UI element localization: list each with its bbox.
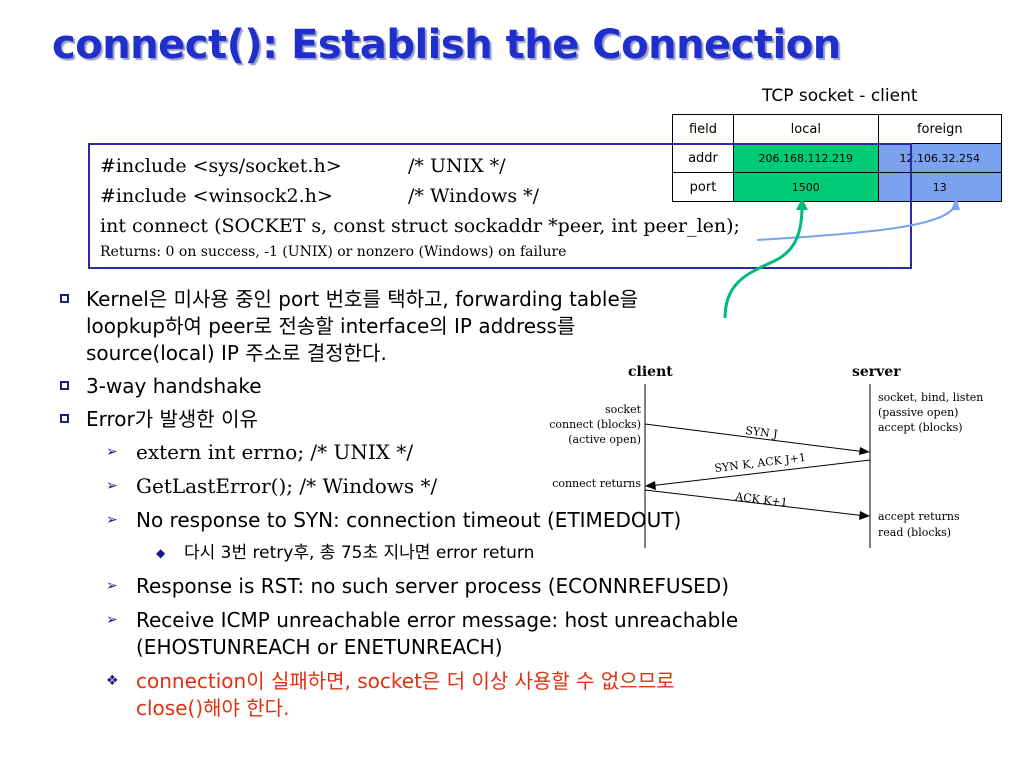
bullet-error-text: Error가 발생한 이유 [86,407,258,431]
tcp-socket-table: field local foreign addr 206.168.112.219… [672,114,1003,202]
bullet-connection-fail: ❖ connection이 실패하면, socket은 더 이상 사용할 수 없… [56,668,1016,722]
bullet-retry: ◆ 다시 3번 retry후, 총 75초 지나면 error return [56,541,1016,565]
cell-foreign-port: 13 [877,172,1003,202]
arrow-bullet-icon: ➢ [106,478,118,494]
diagram-client-active: (active open) [568,433,641,446]
bullet-fail-line2: close()해야 한다. [136,696,290,720]
syn-arrow [644,423,867,453]
syn-arrowhead [859,447,870,455]
code-line-include-socket: #include <sys/socket.h> /* UNIX */ [100,151,900,181]
diagram-server-label: server [852,364,901,380]
diagram-server-calls: socket, bind, listen [878,391,983,404]
square-bullet-icon [60,381,69,390]
diagram-client-connect: connect (blocks) [549,418,641,431]
cell-field-port: port [672,172,734,202]
bullet-handshake: 3-way handshake [56,373,1016,400]
ack-arrow [644,489,867,517]
bullet-error: Error가 발생한 이유 [56,406,1016,433]
bullet-kernel-line2: loopkup하여 peer로 전송할 interface의 IP addres… [86,314,576,338]
diagram-msg-syn: SYN J [745,424,779,441]
bullet-handshake-text: 3-way handshake [86,374,262,398]
code-returns: Returns: 0 on success, -1 (UNIX) or nonz… [100,244,567,260]
bullet-rst-text: Response is RST: no such server process … [136,574,730,598]
bullet-kernel-line1: Kernel은 미사용 중인 port 번호를 택하고, forwarding … [86,287,639,311]
bullet-getlasterror: ➢ GetLastError(); /* Windows */ [56,473,1016,500]
cell-local-port: 1500 [733,172,879,202]
table-row-addr: addr 206.168.112.219 12.106.32.254 [672,143,1003,173]
diagram-server-read: read (blocks) [878,526,951,539]
square-bullet-icon [60,294,69,303]
bullet-kernel-line3: source(local) IP 주소로 결정한다. [86,341,387,365]
bullet-rst: ➢ Response is RST: no such server proces… [56,573,1016,600]
arrow-bullet-icon: ➢ [106,512,118,528]
table-header-row: field local foreign [672,114,1003,144]
bullet-getlasterror-text: GetLastError(); /* Windows */ [136,474,438,498]
diagram-client-label: client [628,364,673,380]
header-foreign: foreign [877,114,1003,144]
diagram-msg-ack: ACK K+1 [734,490,789,509]
bullet-errno: ➢ extern int errno; /* UNIX */ [56,439,1016,466]
diamond-bullet-icon: ❖ [106,673,119,689]
arrow-bullet-icon: ➢ [106,444,118,460]
bullet-icmp-line1: Receive ICMP unreachable error message: … [136,608,739,632]
synack-arrow [648,459,871,487]
slide-title: connect(): Establish the Connection [52,22,841,68]
header-local: local [733,114,879,144]
bullet-list: Kernel은 미사용 중인 port 번호를 택하고, forwarding … [56,286,1016,729]
diamond-bullet-icon: ◆ [156,546,166,560]
code-comment-unix: /* UNIX */ [408,155,506,177]
cell-foreign-addr: 12.106.32.254 [877,143,1003,173]
bullet-icmp-line2: (EHOSTUNREACH or ENETUNREACH) [136,635,503,659]
arrow-bullet-icon: ➢ [106,578,118,594]
bullet-fail-line1: connection이 실패하면, socket은 더 이상 사용할 수 없으므… [136,669,675,693]
tcp-socket-caption: TCP socket - client [762,86,918,106]
diagram-client-socket: socket [605,403,642,416]
bullet-no-response: ➢ No response to SYN: connection timeout… [56,507,1016,534]
diagram-server-accept: accept (blocks) [878,421,963,434]
diagram-server-accept-returns: accept returns [878,510,960,523]
code-comment-windows: /* Windows */ [408,185,540,207]
header-field: field [672,114,734,144]
handshake-diagram: client server socket connect (blocks) (a… [549,364,983,548]
code-line-include-winsock: #include <winsock2.h> /* Windows */ [100,181,900,211]
square-bullet-icon [60,414,69,423]
bullet-kernel: Kernel은 미사용 중인 port 번호를 택하고, forwarding … [56,286,1016,367]
code-include-winsock: #include <winsock2.h> [100,185,333,207]
bullet-errno-text: extern int errno; /* UNIX */ [136,440,414,464]
bullet-retry-text: 다시 3번 retry후, 총 75초 지나면 error return [184,543,535,563]
code-connect-signature: int connect (SOCKET s, const struct sock… [100,215,740,237]
ack-arrowhead [859,511,870,520]
code-include-socket: #include <sys/socket.h> [100,155,342,177]
diagram-msg-synack: SYN K, ACK J+1 [714,451,807,475]
diagram-client-returns: connect returns [552,477,641,490]
synack-arrowhead [645,481,656,490]
bullet-icmp: ➢ Receive ICMP unreachable error message… [56,607,1016,661]
bullet-no-response-text: No response to SYN: connection timeout (… [136,508,682,532]
code-box: #include <sys/socket.h> /* UNIX */ #incl… [88,143,912,269]
table-row-port: port 1500 13 [672,172,1003,202]
arrow-bullet-icon: ➢ [106,612,118,628]
diagram-server-passive: (passive open) [878,406,958,419]
